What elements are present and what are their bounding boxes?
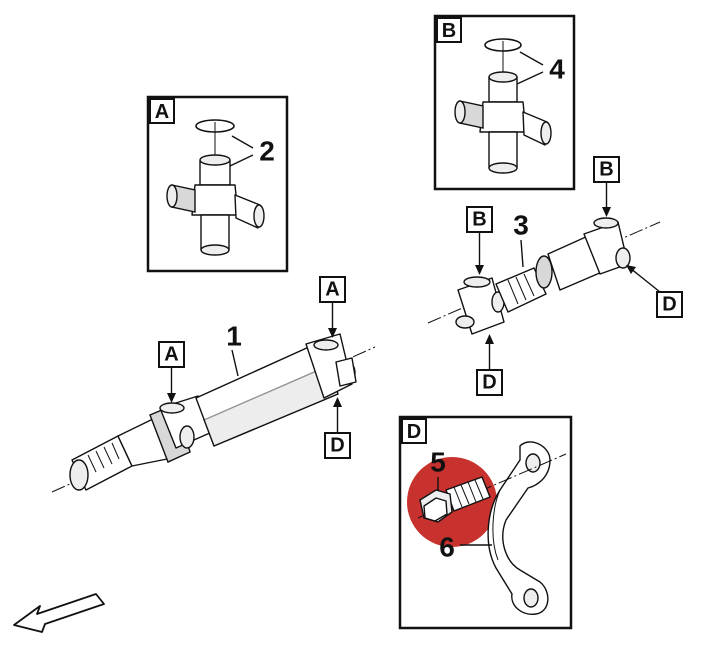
bearing-strap xyxy=(487,441,551,615)
svg-text:D: D xyxy=(482,372,496,394)
view-marker-shaft3-left-bottom: D xyxy=(476,334,503,396)
callout-1: 1 xyxy=(226,321,242,352)
forward-arrow-icon xyxy=(13,593,105,633)
inset-a-tag: A xyxy=(149,98,175,124)
view-marker-shaft3-right-top: B xyxy=(593,156,620,217)
bolt xyxy=(419,476,491,523)
callout-3: 3 xyxy=(513,210,529,241)
callout-4: 4 xyxy=(549,54,565,85)
svg-text:D: D xyxy=(330,435,344,457)
inset-a: A 2 xyxy=(146,95,289,273)
propeller-shaft-1 xyxy=(51,333,376,493)
svg-text:B: B xyxy=(472,209,486,231)
universal-joint-a xyxy=(166,119,265,256)
view-marker-shaft1-left: A xyxy=(158,341,185,403)
inset-d: D 5 6 xyxy=(398,415,573,630)
inset-d-letter: D xyxy=(407,421,421,443)
inset-a-letter: A xyxy=(155,101,169,123)
callout-2: 2 xyxy=(259,136,275,167)
view-marker-shaft3-left-top: B xyxy=(466,206,493,275)
inset-b: B 4 xyxy=(433,14,576,191)
callout-6: 6 xyxy=(439,532,455,563)
inset-b-tag: B xyxy=(436,17,462,43)
svg-text:B: B xyxy=(599,159,613,181)
callout-5: 5 xyxy=(430,447,446,478)
universal-joint-b xyxy=(454,38,552,174)
propeller-shaft-3 xyxy=(427,217,661,335)
svg-text:D: D xyxy=(662,294,676,316)
view-marker-shaft1-right-bottom: D xyxy=(324,397,351,459)
svg-text:A: A xyxy=(325,279,339,301)
view-marker-shaft3-right-bottom: D xyxy=(626,265,683,318)
svg-text:A: A xyxy=(164,344,178,366)
inset-b-letter: B xyxy=(442,20,456,42)
view-marker-shaft1-right-top: A xyxy=(319,276,346,338)
inset-d-tag: D xyxy=(401,418,427,444)
